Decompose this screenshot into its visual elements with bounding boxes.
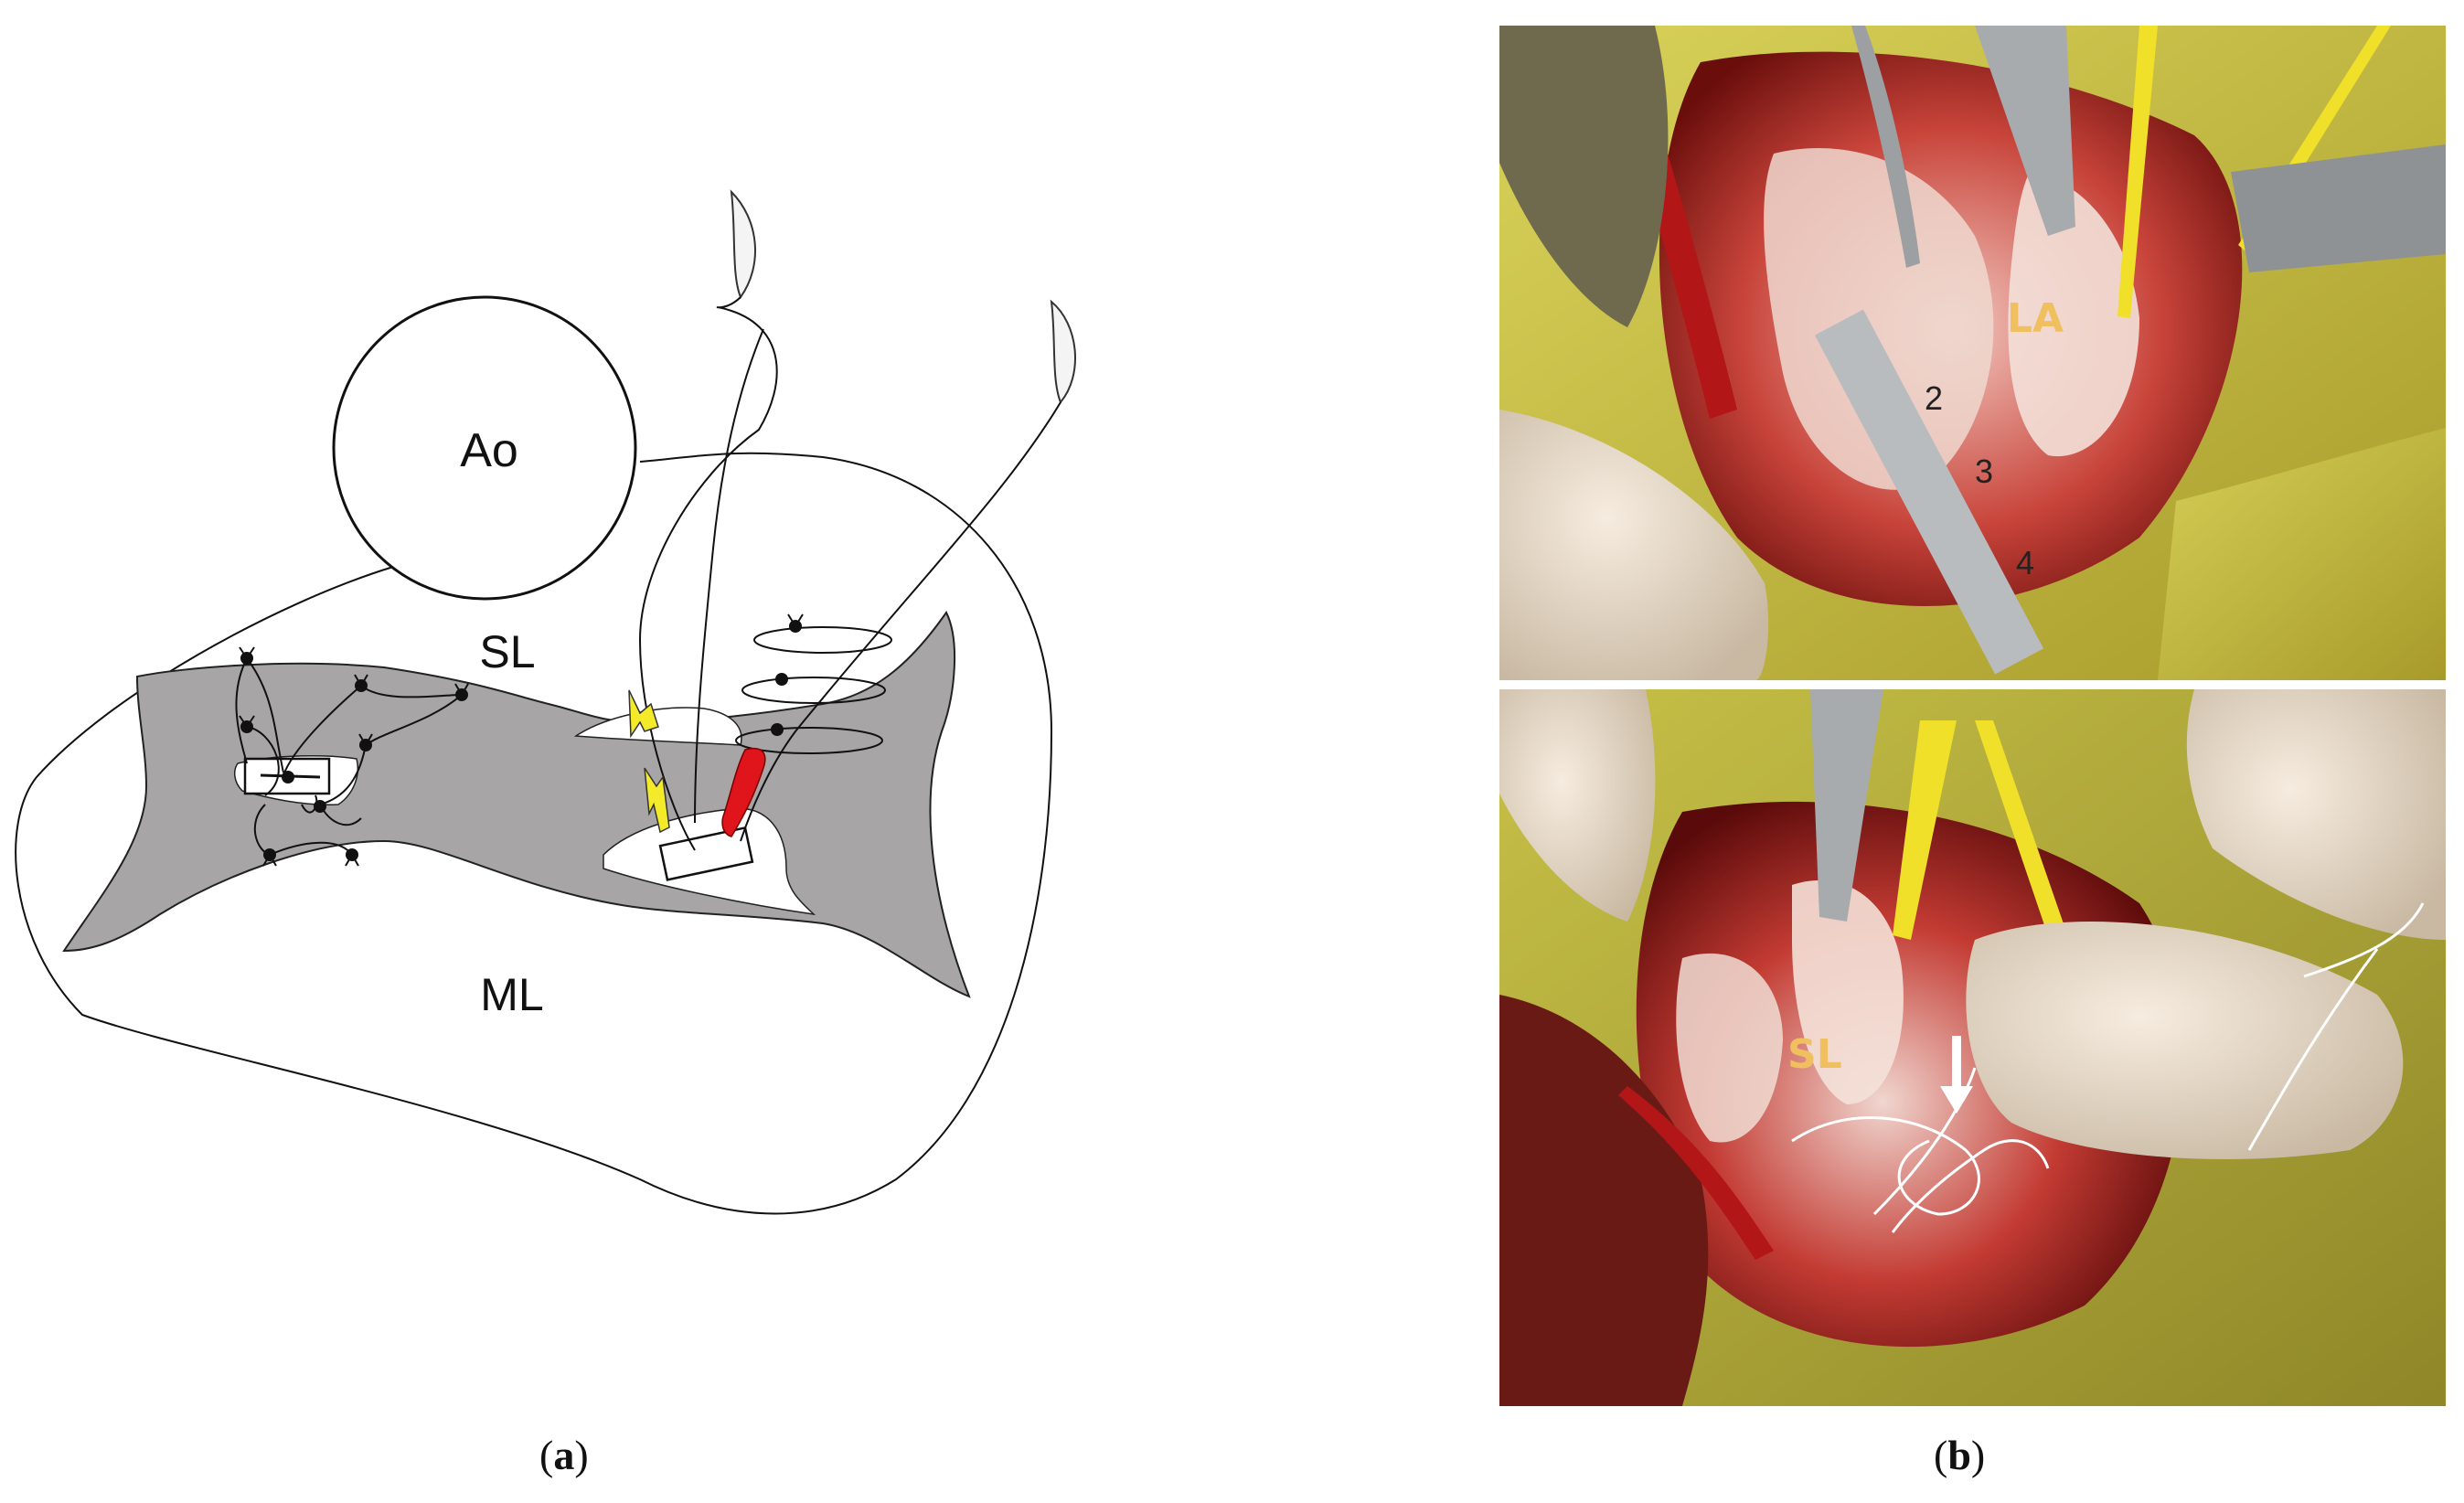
panel-a-diagram: Ao SL ML (0, 0, 1152, 1408)
suture-from-upper-needle-2 (694, 328, 764, 824)
svg-text:3: 3 (1975, 453, 1993, 490)
yellow-pledget-top (628, 689, 659, 739)
red-pledget (721, 748, 766, 837)
sl-label: SL (479, 626, 535, 677)
bottom-photo-label: SL (1787, 1031, 1842, 1078)
svg-text:4: 4 (2016, 544, 2034, 581)
suture-loops (735, 626, 892, 754)
left-knot-ticks (239, 646, 469, 867)
caption-b: (b) (1934, 1432, 1986, 1478)
needle-upper (730, 189, 756, 300)
photo-bottom: SL (1499, 689, 2446, 1406)
aorta-circle (332, 295, 637, 601)
aorta-label: Ao (460, 424, 518, 477)
svg-text:2: 2 (1925, 379, 1943, 417)
ruler-numbers: 2 3 4 (1925, 379, 2034, 581)
photo-top: 2 3 4 LA (1499, 26, 2446, 680)
ml-label: ML (480, 969, 543, 1020)
needle-right (1050, 299, 1076, 404)
pledget-right (658, 826, 754, 881)
arrow-indicator (1940, 1036, 1973, 1114)
top-photo-label: LA (2007, 295, 2064, 342)
outer-annulus-contour (15, 452, 1053, 1215)
yellow-pledget-bottom (644, 767, 670, 834)
suture-from-right-needle (740, 401, 1061, 842)
left-suture-network (235, 657, 463, 856)
leaflet-schematic: Ao SL ML (15, 189, 1076, 1215)
panel-b-photos: 2 3 4 LA (1499, 26, 2446, 1406)
caption-a: (a) (539, 1432, 589, 1478)
surgical-photos: 2 3 4 LA (1499, 26, 2446, 1406)
